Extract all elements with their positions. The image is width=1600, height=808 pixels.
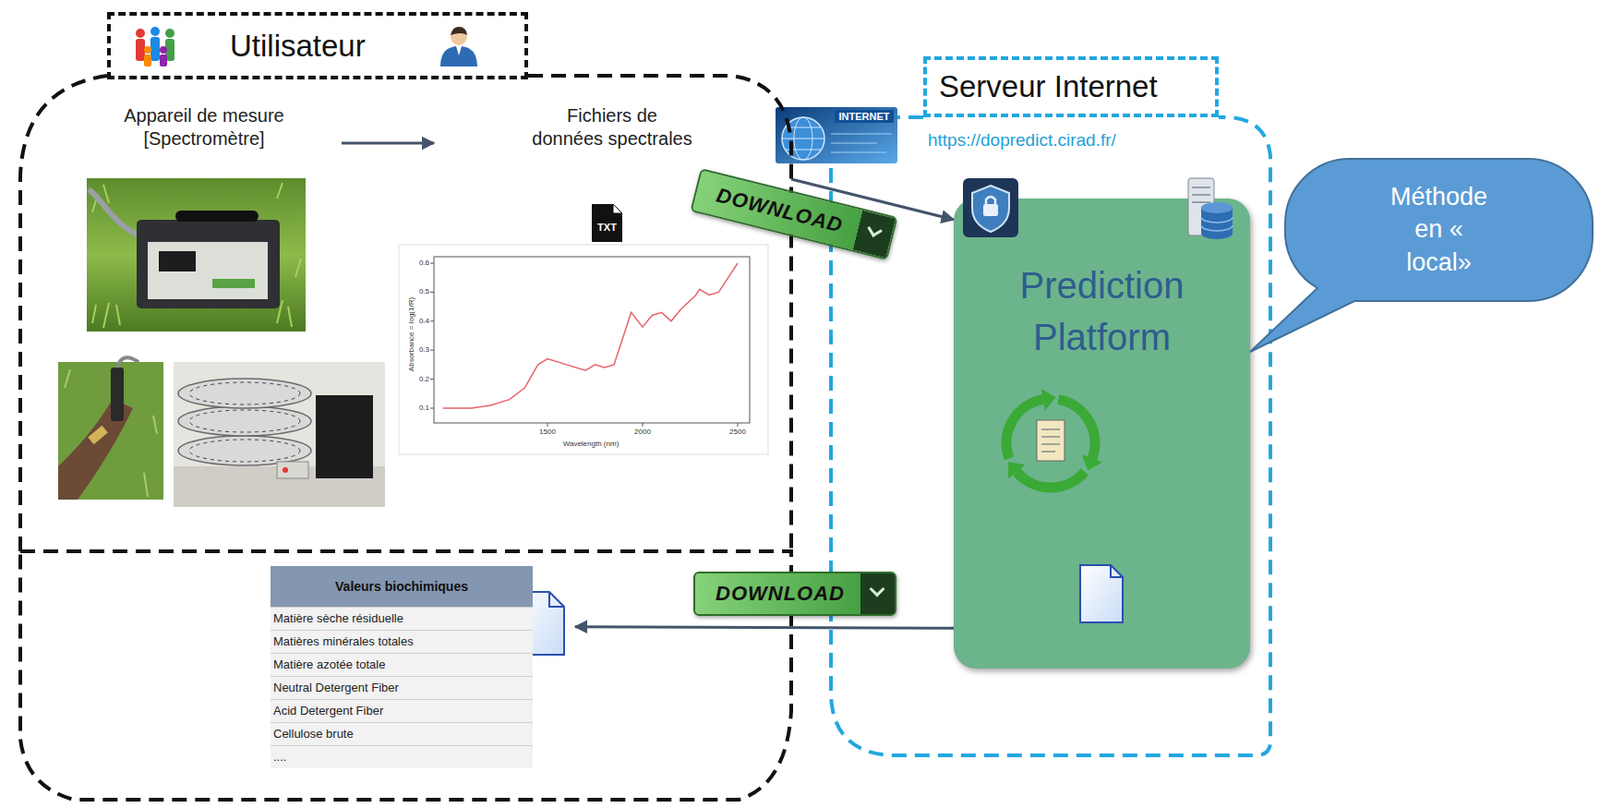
device-badge xyxy=(212,278,255,289)
carousel-slots xyxy=(189,382,301,405)
database-icon xyxy=(1188,178,1233,240)
carousel-tray xyxy=(178,435,312,466)
flow-arrow xyxy=(341,142,434,145)
photo-ground xyxy=(86,178,306,332)
result-table: Valeurs biochimiquesMatière sèche résidu… xyxy=(270,565,576,769)
grass-blades xyxy=(92,182,301,328)
file-fold xyxy=(549,591,565,607)
callout-bubble: Méthode en « local» xyxy=(1285,158,1593,301)
spectrum-line xyxy=(443,263,738,409)
analyser-box xyxy=(315,395,373,479)
user-region-outline xyxy=(20,551,792,800)
heading-tab: Utilisateur xyxy=(107,12,529,80)
wristband xyxy=(87,425,109,446)
table-row: Cellulose brute xyxy=(270,721,533,746)
url-text: https://dopredict.cirad.fr/ xyxy=(927,130,1117,152)
axis-title: Absorbance = log(1/R) xyxy=(407,278,417,390)
power-light xyxy=(282,467,289,473)
device-handle xyxy=(175,210,259,222)
result-file-icon xyxy=(1080,565,1123,623)
step-label: Fichiers de données spectrales xyxy=(530,104,695,151)
table-header: Valeurs biochimiques xyxy=(270,565,533,607)
controller xyxy=(276,461,309,479)
device-panel xyxy=(147,241,268,300)
carousel-slots xyxy=(189,439,301,462)
platform-box: Prediction Platform xyxy=(953,198,1251,669)
probe xyxy=(110,367,124,422)
device-screen xyxy=(158,251,196,272)
carousel-photo xyxy=(173,361,385,507)
file-fold xyxy=(613,204,623,214)
callout-text: Méthode en « local» xyxy=(1388,180,1490,278)
tick-label: 0.6 xyxy=(405,258,430,268)
heading-tab: Serveur Internet xyxy=(923,56,1219,118)
photo-ground xyxy=(58,361,164,500)
photo-ground xyxy=(173,361,385,507)
probe-cable xyxy=(117,357,139,368)
carousel-tray xyxy=(178,406,312,436)
table-row: .... xyxy=(270,745,533,769)
icon-ground xyxy=(775,107,898,164)
group-icon xyxy=(135,26,175,67)
device-body xyxy=(136,219,280,309)
user-region: UtilisateurAppareil de mesure [Spectromè… xyxy=(20,55,792,552)
spectrometer-photo xyxy=(86,178,306,332)
region-heading: Utilisateur xyxy=(229,27,366,65)
step-label: Appareil de mesure [Spectromètre] xyxy=(122,104,287,151)
tick-label: 0.5 xyxy=(405,287,430,297)
region-outline xyxy=(20,75,792,552)
server-region: Prediction PlatformServeur Internethttps… xyxy=(830,117,1271,756)
table-row: Neutral Detergent Fiber xyxy=(270,675,533,699)
download-button: DOWNLOAD xyxy=(689,168,898,261)
box-title: Prediction Platform xyxy=(1018,259,1186,363)
table-row: Matières minérales totales xyxy=(270,629,533,653)
region-heading: Serveur Internet xyxy=(938,68,1158,106)
fiber-cable xyxy=(88,189,139,236)
field-probe-photo xyxy=(58,357,164,500)
chart-ground xyxy=(398,244,769,455)
icon-text: INTERNET xyxy=(834,109,894,123)
download-button: DOWNLOAD xyxy=(693,571,897,616)
internet-icon xyxy=(775,107,898,164)
tick-label: 0.1 xyxy=(405,403,430,413)
tick-label: 2500 xyxy=(723,427,752,437)
carousel-slots xyxy=(189,409,301,433)
spectrum-chart xyxy=(398,244,769,455)
person-icon xyxy=(440,26,478,67)
file-type: TXT xyxy=(591,221,623,234)
file-shape xyxy=(591,204,623,242)
plot-frame xyxy=(433,256,750,423)
table-row: Matière sèche résiduelle xyxy=(270,606,533,630)
recycle-icon xyxy=(1006,388,1103,488)
tick-label: 2000 xyxy=(628,427,657,437)
table-row: Matière azotée totale xyxy=(270,652,533,676)
carousel-tray xyxy=(178,378,312,409)
tick-label: 1500 xyxy=(533,427,562,437)
txt-file-icon xyxy=(591,204,623,242)
security-icon xyxy=(962,178,1019,238)
flow-arrow xyxy=(575,626,954,629)
icon-lines xyxy=(830,133,892,153)
axis-ticks xyxy=(430,263,738,427)
speech-bubble xyxy=(1250,158,1593,352)
axis-title: Wavelength (nm) xyxy=(544,439,638,449)
region-outline xyxy=(830,117,1271,756)
table-row: Acid Detergent Fiber xyxy=(270,698,533,722)
tick-label: 0.2 xyxy=(405,374,430,385)
